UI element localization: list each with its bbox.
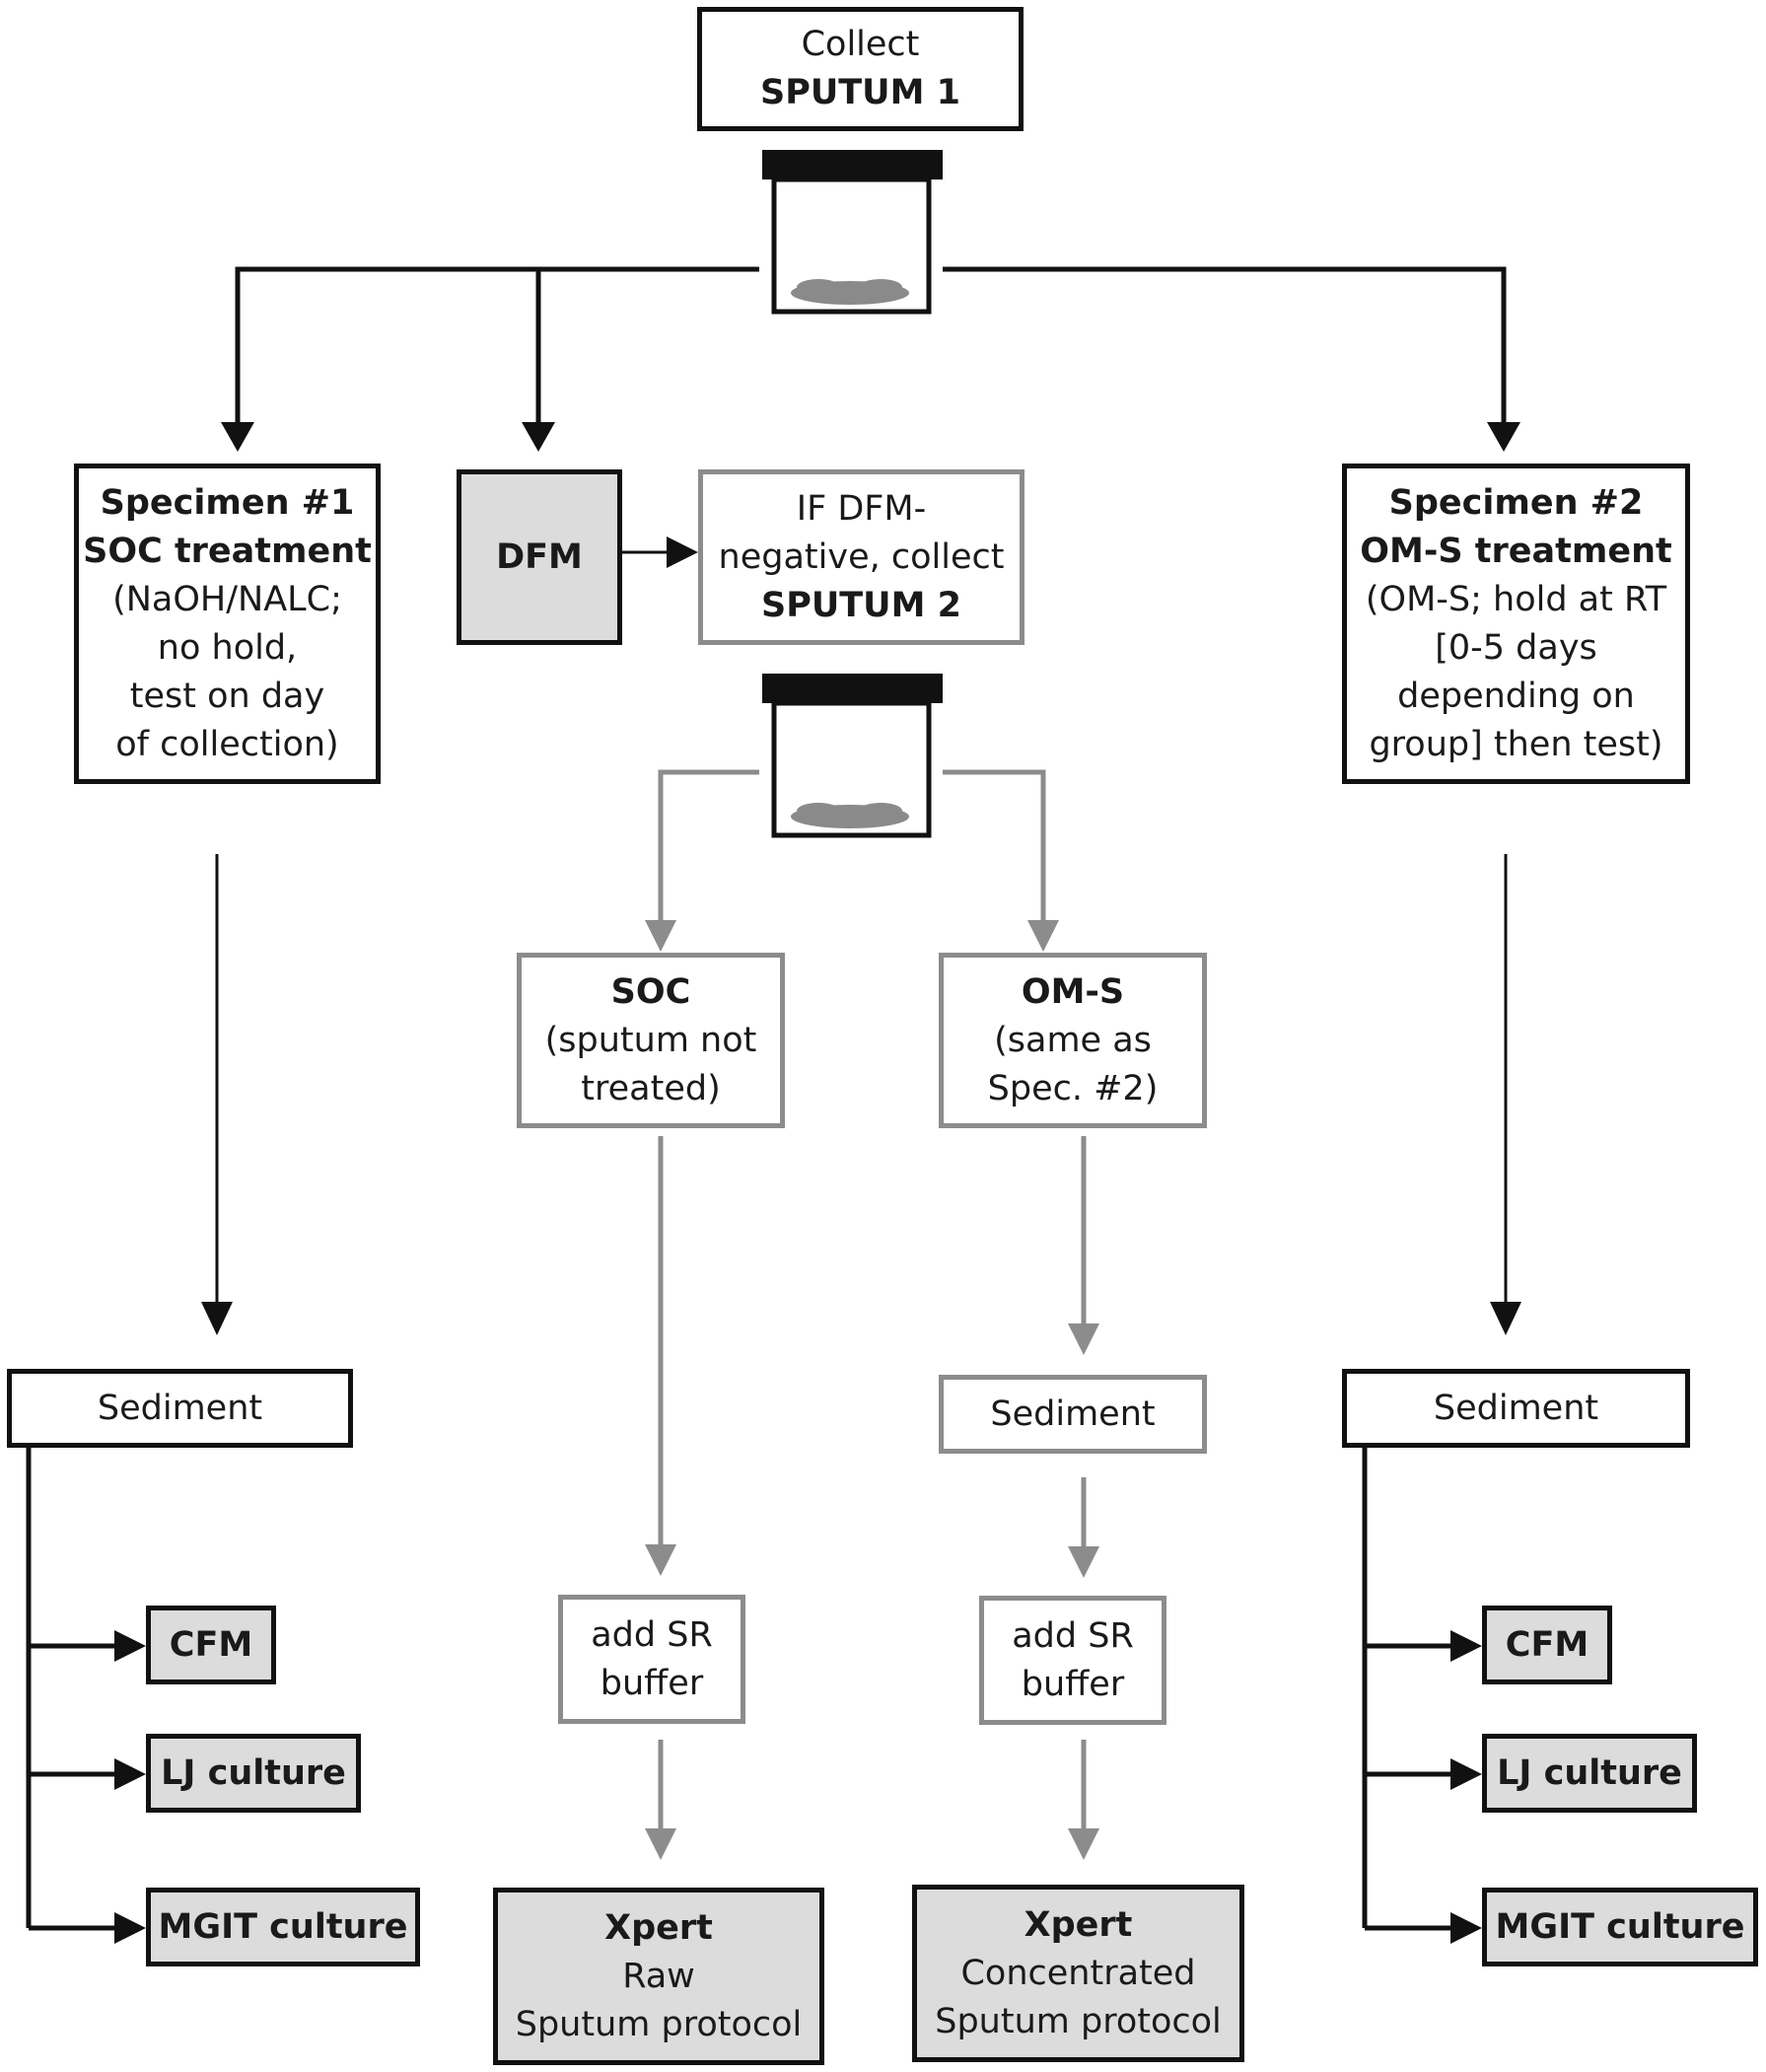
specimen2-detail-2: [0-5 days (1435, 627, 1597, 668)
xpert-raw-line-2: Sputum protocol (515, 2004, 803, 2044)
sputum1-label: SPUTUM 1 (760, 73, 960, 112)
collect-sputum2-box: IF DFM- negative, collect SPUTUM 2 (698, 469, 1024, 645)
sediment-left-box: Sediment (7, 1369, 353, 1448)
sputum2-line-1: IF DFM- (796, 488, 927, 529)
specimen1-detail-1: (NaOH/NALC; (112, 579, 342, 619)
oms-box: OM-S (same as Spec. #2) (939, 953, 1207, 1128)
specimen1-treatment: SOC treatment (83, 531, 372, 571)
right-cfm-label: CFM (1505, 1624, 1589, 1665)
sputum-container-2-icon (762, 674, 943, 838)
add-sr-left-line-2: buffer (600, 1663, 704, 1703)
specimen1-detail-4: of collection) (115, 724, 339, 764)
specimen1-title: Specimen #1 (100, 482, 355, 523)
sputum2-arrowheads (645, 920, 1059, 952)
left-mgit-culture-label: MGIT culture (158, 1906, 408, 1947)
specimen2-to-sediment-arrow (1490, 854, 1521, 1335)
specimen2-treatment: OM-S treatment (1360, 531, 1672, 571)
xpert-raw-title: Xpert (604, 1907, 713, 1948)
sediment-middle-label: Sediment (990, 1393, 1156, 1434)
oms-detail-2: Spec. #2) (987, 1068, 1159, 1108)
soc-box: SOC (sputum not treated) (517, 953, 785, 1128)
right-sediment-bracket (1362, 1448, 1482, 1944)
left-sediment-bracket (26, 1448, 146, 1944)
collect-label: Collect (801, 25, 920, 64)
xpert-raw-line-1: Raw (622, 1956, 695, 1996)
left-cfm-label: CFM (169, 1624, 253, 1665)
oms-detail-1: (same as (994, 1020, 1152, 1060)
add-sr-buffer-right-box: add SR buffer (979, 1596, 1166, 1725)
sediment-left-label: Sediment (97, 1388, 263, 1428)
left-lj-culture-label: LJ culture (161, 1752, 346, 1793)
specimen2-box: Specimen #2 OM-S treatment (OM-S; hold a… (1342, 464, 1690, 784)
xpert-conc-line-2: Sputum protocol (935, 2001, 1222, 2041)
sputum1-arrowheads (221, 422, 1520, 452)
sputum2-line-2: negative, collect (718, 536, 1005, 577)
oms-column-arrows (1068, 1136, 1099, 1860)
specimen2-detail-3: depending on (1397, 676, 1635, 716)
specimen2-detail-1: (OM-S; hold at RT (1365, 579, 1667, 619)
specimen2-detail-4: group] then test) (1369, 724, 1663, 764)
oms-title: OM-S (1021, 971, 1125, 1012)
add-sr-right-line-2: buffer (1021, 1664, 1125, 1704)
left-cfm-box: CFM (146, 1606, 276, 1684)
sputum2-line-3: SPUTUM 2 (761, 585, 961, 625)
sputum-container-1-icon (762, 150, 943, 315)
add-sr-left-line-1: add SR (591, 1614, 713, 1655)
sediment-right-label: Sediment (1433, 1388, 1599, 1428)
left-mgit-culture-box: MGIT culture (146, 1888, 420, 1966)
specimen1-detail-2: no hold, (157, 627, 298, 668)
add-sr-right-line-1: add SR (1012, 1615, 1134, 1656)
soc-column-arrows (645, 1136, 676, 1860)
right-mgit-culture-box: MGIT culture (1482, 1888, 1758, 1966)
right-lj-culture-box: LJ culture (1482, 1734, 1697, 1813)
xpert-raw-box: Xpert Raw Sputum protocol (493, 1888, 824, 2065)
dfm-to-sputum2-arrow (621, 536, 698, 568)
sediment-middle-box: Sediment (939, 1375, 1207, 1454)
add-sr-buffer-left-box: add SR buffer (558, 1595, 745, 1724)
soc-detail-2: treated) (581, 1068, 721, 1108)
right-lj-culture-label: LJ culture (1497, 1752, 1682, 1793)
xpert-concentrated-box: Xpert Concentrated Sputum protocol (912, 1885, 1244, 2062)
sputum1-branch-lines (235, 266, 1507, 424)
xpert-conc-title: Xpert (1024, 1904, 1133, 1945)
right-mgit-culture-label: MGIT culture (1495, 1906, 1745, 1947)
soc-detail-1: (sputum not (544, 1020, 757, 1060)
collect-sputum1-box: Collect SPUTUM 1 (697, 7, 1024, 131)
specimen1-detail-3: test on day (129, 676, 325, 716)
dfm-box: DFM (457, 469, 622, 645)
soc-title: SOC (610, 971, 691, 1012)
sputum2-branch-lines (658, 769, 1046, 922)
xpert-conc-line-1: Concentrated (960, 1953, 1196, 1993)
left-lj-culture-box: LJ culture (146, 1734, 361, 1813)
right-cfm-box: CFM (1482, 1606, 1612, 1684)
dfm-label: DFM (496, 536, 583, 577)
sediment-right-box: Sediment (1342, 1369, 1690, 1448)
specimen2-title: Specimen #2 (1388, 482, 1644, 523)
specimen1-to-sediment-arrow (201, 854, 233, 1335)
specimen1-box: Specimen #1 SOC treatment (NaOH/NALC; no… (74, 464, 381, 784)
